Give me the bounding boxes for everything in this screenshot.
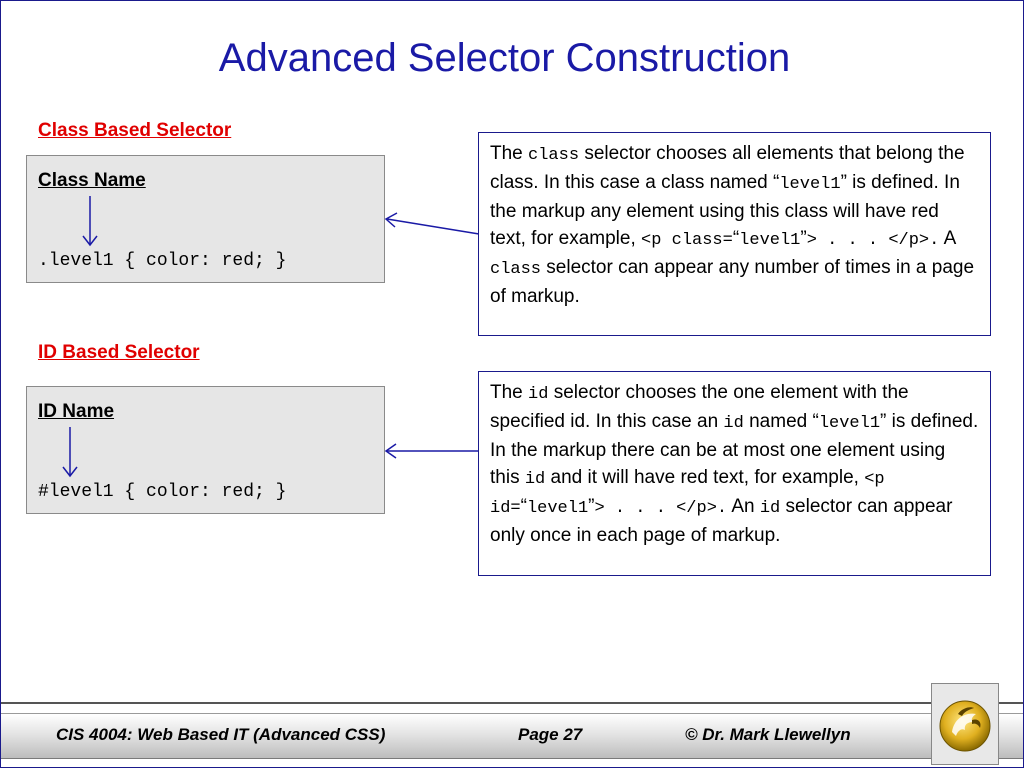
- desc-text: selector chooses all elements that belon…: [490, 143, 965, 193]
- footer-page-number: Page 27: [518, 725, 583, 744]
- desc-text: A: [939, 228, 956, 249]
- footer-bar: [1, 713, 1023, 759]
- desc-code: id: [528, 385, 549, 404]
- desc-code: > . . . </p>.: [594, 499, 728, 518]
- desc-code: level1: [779, 175, 841, 194]
- id-box-title: ID Name: [38, 401, 115, 422]
- desc-quote: ”: [800, 228, 807, 249]
- desc-quote: ”: [880, 411, 887, 432]
- desc-code: id: [723, 414, 744, 433]
- left-arrow-icon: [384, 443, 479, 459]
- desc-quote: ”: [588, 496, 595, 517]
- pegasus-logo-icon: [931, 683, 999, 765]
- class-code-line: .level1 { color: red; }: [38, 251, 287, 271]
- id-section-label: ID Based Selector: [38, 342, 200, 363]
- footer-divider: [1, 702, 1023, 704]
- class-code-box: Class Name .level1 { color: red; }: [26, 155, 385, 283]
- desc-text: is defined. In the markup any element us…: [490, 172, 960, 249]
- footer-author: © Dr. Mark Llewellyn: [685, 725, 851, 744]
- desc-quote: “: [732, 228, 740, 249]
- desc-text: The: [490, 382, 529, 403]
- desc-text: The: [490, 143, 529, 164]
- class-description-box: The class selector chooses all elements …: [478, 132, 991, 336]
- id-description-box: The id selector chooses the one element …: [478, 371, 991, 576]
- desc-quote: “: [812, 411, 819, 432]
- slide-title: Advanced Selector Construction: [218, 36, 791, 80]
- desc-code: > . . . </p>.: [806, 231, 940, 250]
- desc-code: class: [490, 260, 542, 279]
- desc-code: class: [528, 146, 580, 165]
- desc-text: named: [743, 411, 813, 432]
- desc-text: is defined. In the markup there can be a…: [490, 411, 979, 488]
- down-arrow-icon: [62, 427, 78, 478]
- desc-code: level1: [526, 499, 589, 518]
- desc-code: id: [759, 499, 781, 518]
- desc-quote: ”: [840, 172, 847, 193]
- desc-text: selector chooses the one element with th…: [490, 382, 909, 432]
- desc-quote: “: [520, 496, 527, 517]
- id-code-box: ID Name #level1 { color: red; }: [26, 386, 385, 514]
- desc-code: <p id=: [490, 470, 885, 518]
- footer: CIS 4004: Web Based IT (Advanced CSS) Pa…: [1, 699, 1023, 767]
- left-arrow-icon: [384, 212, 480, 235]
- desc-code: id: [524, 470, 546, 489]
- id-code-line: #level1 { color: red; }: [38, 482, 287, 502]
- class-box-title: Class Name: [38, 170, 146, 191]
- desc-text: An: [727, 496, 760, 517]
- desc-text: selector can appear any number of times …: [490, 257, 975, 307]
- desc-text: and it will have red text, for example,: [545, 467, 865, 488]
- desc-text: selector can appear only once in each pa…: [490, 496, 953, 546]
- down-arrow-icon: [82, 196, 98, 247]
- desc-quote: “: [773, 172, 780, 193]
- footer-course: CIS 4004: Web Based IT (Advanced CSS): [56, 725, 386, 744]
- desc-code: <p class=: [641, 231, 733, 250]
- class-section-label: Class Based Selector: [38, 120, 232, 141]
- desc-code: level1: [739, 231, 801, 250]
- desc-code: level1: [818, 414, 881, 433]
